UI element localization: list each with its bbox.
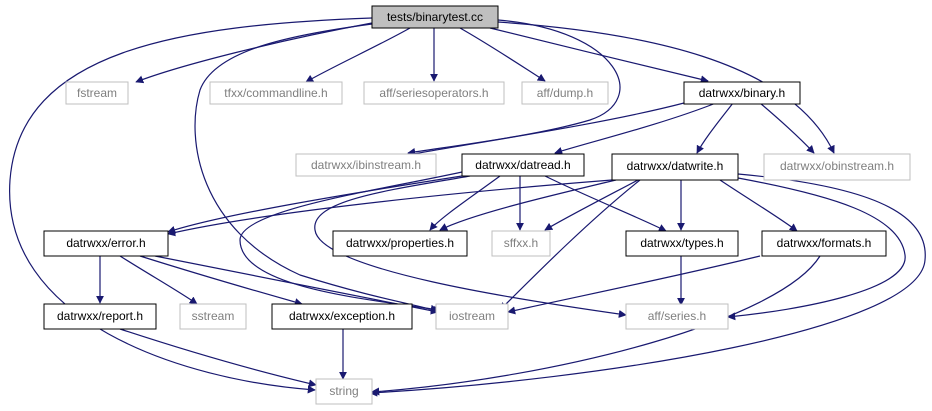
edge-binary-datread (554, 102, 717, 155)
node-label: datrwxx/exception.h (289, 309, 395, 323)
node-label: tests/binarytest.cc (387, 10, 483, 24)
node-label: tfxx/commandline.h (224, 86, 327, 100)
node-label: fstream (77, 86, 117, 100)
node-datrwxx-properties-h[interactable]: datrwxx/properties.h (332, 230, 468, 257)
node-datrwxx-report-h[interactable]: datrwxx/report.h (43, 303, 157, 330)
edge-root-dump (459, 27, 546, 82)
edges (9, 17, 926, 397)
node-sffxx-h[interactable]: sffxx.h (491, 230, 551, 257)
edge-error-iostream (154, 255, 439, 315)
edge-datwrite-sffxx (544, 179, 639, 231)
edge-datread-types (544, 175, 667, 232)
node-datrwxx-datread-h[interactable]: datrwxx/datread.h (461, 153, 585, 177)
node-string[interactable]: string (315, 378, 373, 405)
edge-root-fstream (135, 22, 373, 84)
node-label: datrwxx/properties.h (346, 236, 454, 250)
node-label: aff/series.h (648, 309, 706, 323)
edge-binary-obinstream (759, 102, 815, 154)
node-label: iostream (449, 309, 495, 323)
node-sstream[interactable]: sstream (179, 303, 247, 330)
node-tfxx-commandline-h[interactable]: tfxx/commandline.h (209, 81, 343, 105)
node-iostream[interactable]: iostream (435, 303, 509, 330)
node-label: datrwxx/ibinstream.h (311, 158, 421, 172)
node-label: aff/dump.h (537, 86, 593, 100)
node-label: datrwxx/error.h (66, 236, 145, 250)
node-label: datrwxx/datwrite.h (627, 159, 724, 173)
edge-formats-iostream (507, 255, 761, 315)
edge-datwrite-series (727, 177, 906, 321)
edge-datread-iostream (239, 171, 463, 313)
node-label: sffxx.h (504, 236, 538, 250)
node-datrwxx-error-h[interactable]: datrwxx/error.h (43, 230, 169, 257)
edge-root-obinstream (497, 21, 835, 154)
edge-datwrite-iostream (499, 179, 641, 311)
edge-root-string (9, 17, 373, 394)
edge-binary-ibinstream (407, 102, 685, 158)
node-datrwxx-types-h[interactable]: datrwxx/types.h (625, 230, 739, 257)
node-label: datrwxx/obinstream.h (780, 159, 894, 173)
edge-datwrite-properties (439, 179, 617, 231)
node-label: datrwxx/report.h (57, 309, 143, 323)
node-datrwxx-ibinstream-h[interactable]: datrwxx/ibinstream.h (295, 153, 437, 177)
edge-datread-error (167, 175, 463, 234)
edge-datwrite-error (167, 179, 613, 237)
node-label: string (329, 384, 358, 398)
edge-datread-properties (429, 175, 501, 231)
node-label: datrwxx/binary.h (699, 86, 785, 100)
node-aff-seriesoperators-h[interactable]: aff/seriesoperators.h (363, 81, 505, 105)
edge-root-commandline (305, 27, 411, 83)
node-label: datrwxx/datread.h (475, 158, 570, 172)
edge-root-iostream (194, 23, 441, 314)
edge-error-sstream (119, 255, 198, 305)
node-datrwxx-exception-h[interactable]: datrwxx/exception.h (271, 303, 413, 330)
node-aff-dump-h[interactable]: aff/dump.h (521, 81, 609, 105)
edge-binary-datwrite (696, 102, 734, 154)
edge-root-binary (489, 27, 709, 84)
node-datrwxx-formats-h[interactable]: datrwxx/formats.h (761, 230, 887, 257)
node-datrwxx-obinstream-h[interactable]: datrwxx/obinstream.h (763, 153, 911, 181)
node-datrwxx-binary-h[interactable]: datrwxx/binary.h (683, 81, 801, 105)
edge-datwrite-string (369, 173, 926, 397)
edge-report-string (119, 328, 317, 388)
node-label: datrwxx/formats.h (777, 236, 872, 250)
node-aff-series-h[interactable]: aff/series.h (625, 303, 729, 330)
node-label: sstream (192, 309, 235, 323)
node-tests-binarytest-cc[interactable]: tests/binarytest.cc (371, 5, 499, 29)
edge-error-exception (139, 255, 303, 306)
node-label: datrwxx/types.h (640, 236, 723, 250)
node-fstream[interactable]: fstream (65, 81, 129, 105)
node-label: aff/seriesoperators.h (379, 86, 488, 100)
edge-datread-series (314, 175, 627, 318)
edge-datwrite-formats (719, 179, 798, 232)
edge-formats-string (371, 255, 821, 396)
node-datrwxx-datwrite-h[interactable]: datrwxx/datwrite.h (611, 153, 739, 181)
